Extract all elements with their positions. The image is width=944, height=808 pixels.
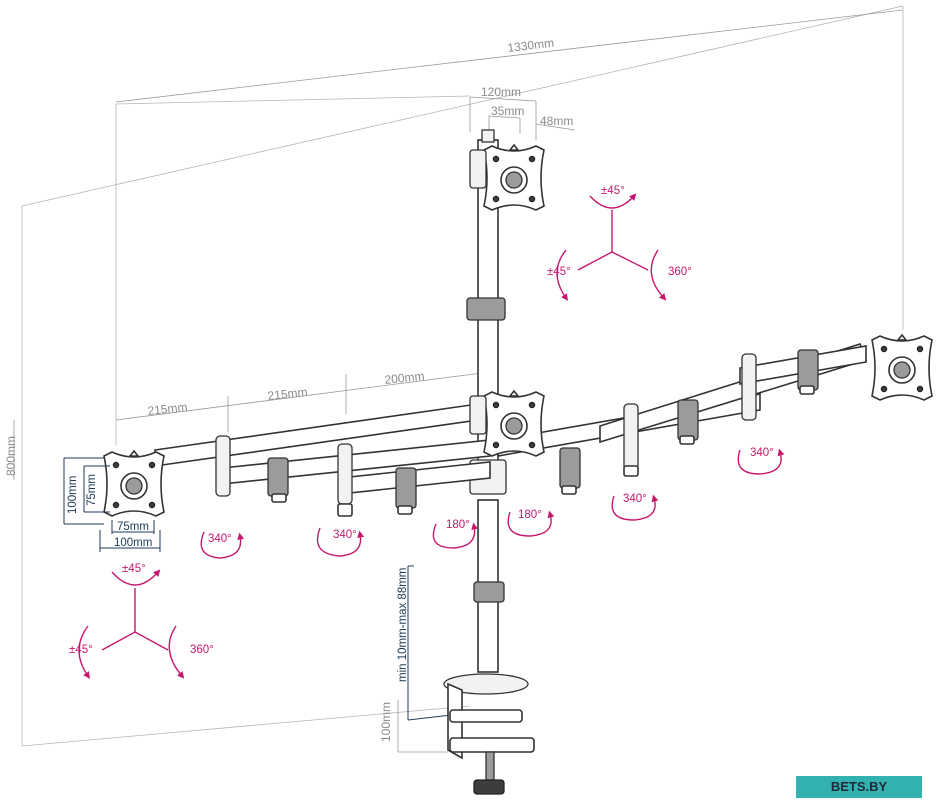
dim-arm-center: 200mm	[384, 369, 425, 387]
dim-clamp-range: min 10mm-max 88mm	[397, 568, 409, 682]
left-swivel-label: ±45°	[69, 644, 93, 656]
right-arm	[497, 343, 868, 495]
vesa-h100-label: 100mm	[114, 537, 152, 549]
dim-plate-width: 120mm	[481, 85, 521, 99]
top-plate-tilt-joint	[469, 149, 487, 189]
center-right-rotation-label: 180°	[518, 509, 542, 521]
left-rotation-axes	[78, 569, 185, 679]
vesa-dimension-lines	[63, 457, 161, 552]
top-rotation-axes	[556, 193, 667, 301]
arm-3-rotation-label: 340°	[623, 493, 647, 505]
center-pole	[466, 129, 507, 673]
arm-4-rotation-label: 340°	[750, 447, 774, 459]
dim-plate-offset: 48mm	[540, 114, 573, 128]
center-plate	[483, 390, 545, 457]
arm-2-rotation-label: 340°	[333, 529, 357, 541]
left-arm	[154, 403, 491, 517]
arm-rotation-markers	[200, 448, 785, 559]
dim-arm-left-2: 215mm	[267, 385, 308, 403]
top-swivel-label: ±45°	[547, 266, 571, 278]
top-tilt-label: ±45°	[601, 185, 625, 197]
right-plate	[871, 334, 933, 401]
arm-1-rotation-label: 340°	[208, 533, 232, 545]
vesa-v100-label: 100mm	[67, 476, 79, 514]
left-tilt-label: ±45°	[122, 563, 146, 575]
dim-plate-inner: 35mm	[491, 104, 524, 118]
vesa-v75-label: 75mm	[86, 474, 98, 506]
left-rotate-label: 360°	[190, 644, 214, 656]
dim-height-wall: 800mm	[4, 436, 18, 476]
watermark-badge: BETS.BY	[796, 776, 922, 798]
top-plate	[483, 144, 545, 211]
wall-frame	[21, 5, 904, 747]
top-rotate-label: 360°	[668, 266, 692, 278]
vesa-h75-label: 75mm	[117, 521, 149, 533]
center-plate-tilt-joint	[469, 395, 487, 435]
dim-clamp-height: 100mm	[379, 702, 393, 742]
dim-width-total: 1330mm	[507, 36, 555, 55]
left-plate	[103, 450, 165, 517]
desk-clamp	[443, 673, 535, 795]
center-left-rotation-label: 180°	[446, 519, 470, 531]
dim-arm-left-1: 215mm	[147, 400, 188, 418]
dimension-lines	[13, 9, 904, 753]
